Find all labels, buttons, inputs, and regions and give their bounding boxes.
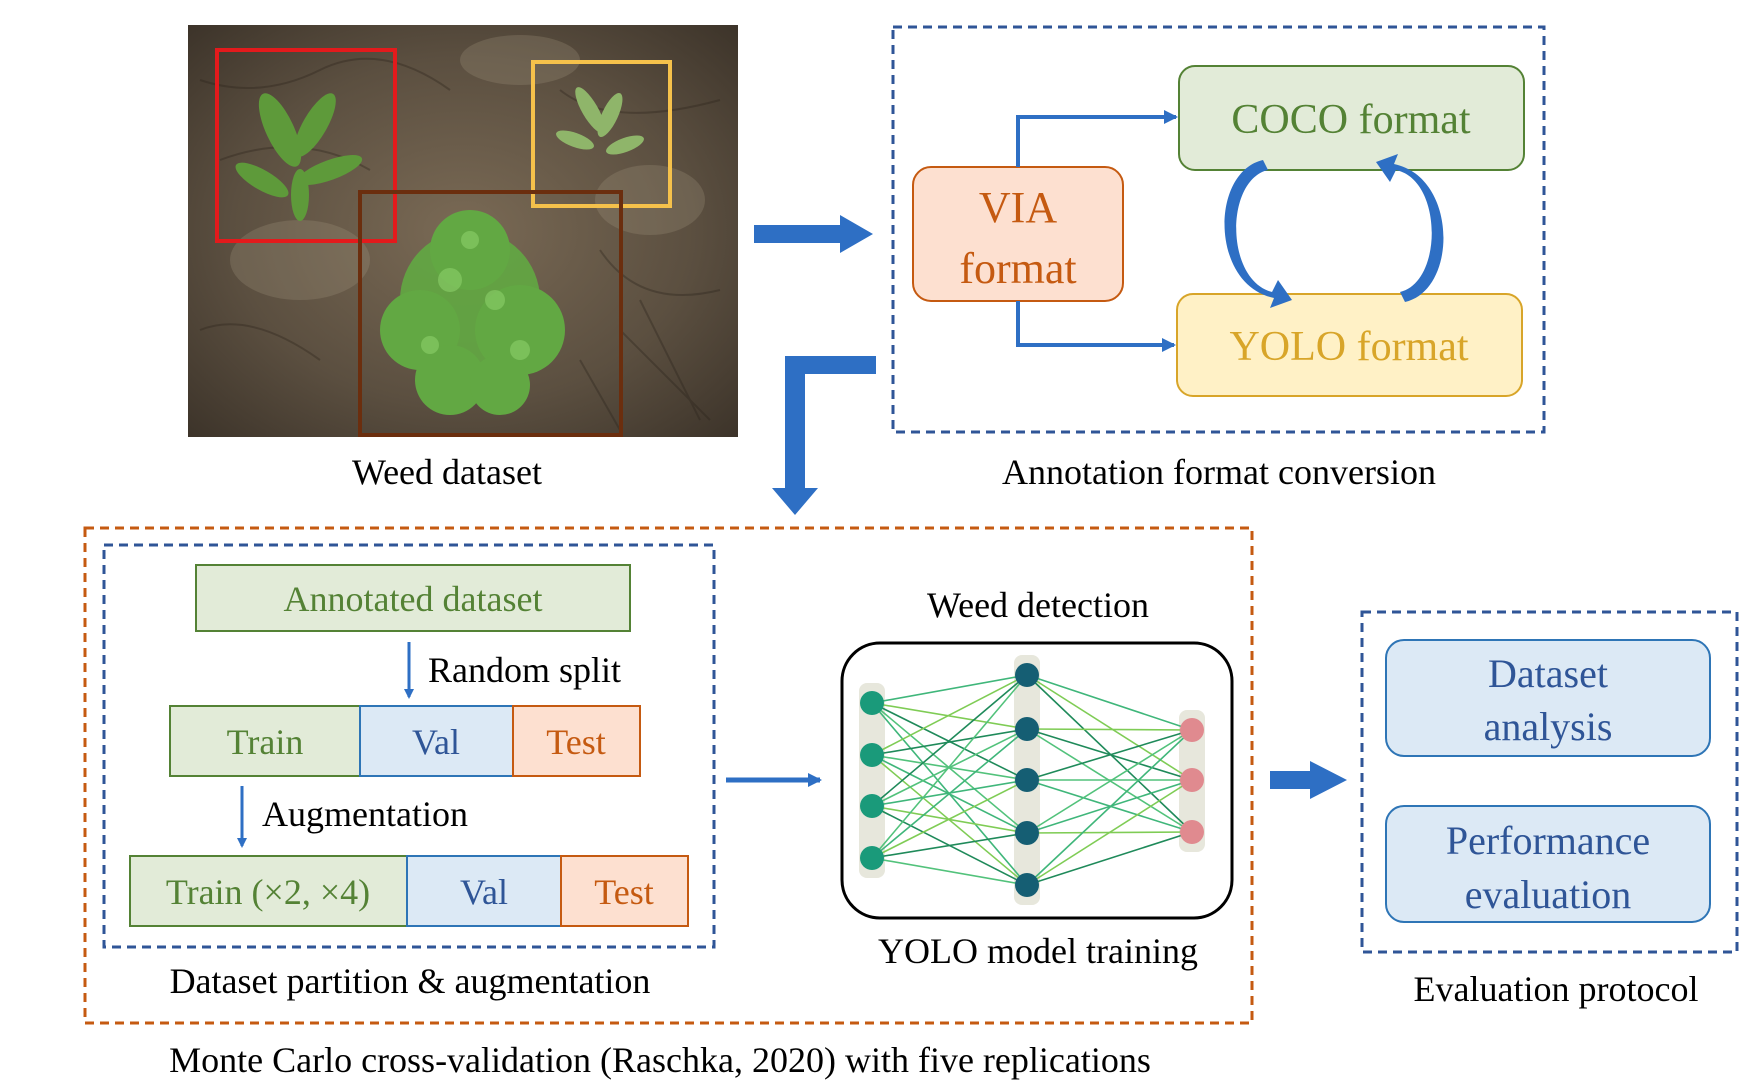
via-format-line1: VIA <box>979 183 1057 232</box>
dataset-analysis-line2: analysis <box>1484 704 1613 749</box>
network-node <box>860 794 884 818</box>
network-edge <box>871 702 1028 730</box>
bbox-red <box>215 48 397 243</box>
network-node <box>1015 768 1039 792</box>
val-box <box>359 705 514 777</box>
network-edge <box>1026 831 1193 886</box>
train-label: Train <box>227 722 304 762</box>
train-aug-box <box>129 855 408 927</box>
via-to-coco-arrow <box>1016 110 1178 167</box>
network-edge <box>871 674 1028 859</box>
partition-panel <box>102 543 716 949</box>
weed-dataset-caption: Weed dataset <box>352 452 542 492</box>
network-node <box>1180 718 1204 742</box>
val-aug-label: Val <box>460 872 508 912</box>
random-split-label: Random split <box>428 650 621 690</box>
test-aug-label: Test <box>594 872 653 912</box>
network-edge <box>871 674 1028 704</box>
network-edge <box>1026 729 1193 781</box>
network-edge <box>1026 729 1193 886</box>
via-to-yolo-arrow <box>1016 301 1176 352</box>
bbox-yellow <box>531 60 672 208</box>
network-edge <box>1026 674 1193 781</box>
performance-evaluation-line1: Performance <box>1446 818 1650 863</box>
network-node <box>1015 873 1039 897</box>
network-node <box>1180 768 1204 792</box>
train-box <box>169 705 361 777</box>
network-edge <box>871 674 1028 807</box>
yolo-to-coco-cycle-arrow <box>1376 154 1444 302</box>
network-edge <box>871 728 1028 859</box>
performance-evaluation-line2: evaluation <box>1465 872 1632 917</box>
annotation-caption: Annotation format conversion <box>1002 452 1436 492</box>
yolo-format-label: YOLO format <box>1229 324 1468 370</box>
partition-caption: Dataset partition & augmentation <box>170 961 651 1001</box>
network-edge <box>871 857 1028 886</box>
test-label: Test <box>546 722 605 762</box>
annotation-panel <box>891 25 1546 434</box>
network-node <box>860 743 884 767</box>
flow-arrow-right <box>754 215 873 253</box>
network-edge <box>871 832 1028 859</box>
network-edge <box>871 779 1028 859</box>
network-node <box>1015 717 1039 741</box>
augmentation-label: Augmentation <box>262 794 468 834</box>
network-edge <box>1026 674 1193 731</box>
weed-detection-title: Weed detection <box>927 585 1149 625</box>
annotated-dataset-label: Annotated dataset <box>284 579 543 619</box>
via-format-line2: format <box>959 244 1076 293</box>
val-aug-box <box>406 855 562 927</box>
weed-field-photo <box>188 25 738 437</box>
monte-carlo-caption: Monte Carlo cross-validation (Raschka, 2… <box>169 1040 1151 1080</box>
network-edge <box>1026 779 1193 886</box>
network-node <box>1015 663 1039 687</box>
coco-format-label: COCO format <box>1231 97 1470 143</box>
bbox-brown <box>358 190 623 437</box>
network-edge <box>1026 728 1193 731</box>
model-training-caption: YOLO model training <box>878 931 1198 971</box>
dataset-analysis-box <box>1385 639 1711 757</box>
val-label: Val <box>412 722 460 762</box>
evaluation-panel <box>1360 610 1739 954</box>
network-edge <box>871 674 1028 756</box>
weed-plant <box>235 93 363 221</box>
model-to-eval-arrow <box>1270 761 1347 799</box>
neural-network-icon <box>859 655 1205 905</box>
network-layer-column <box>859 683 885 878</box>
test-aug-box <box>560 855 689 927</box>
evaluation-caption: Evaluation protocol <box>1414 969 1699 1009</box>
monte-carlo-panel <box>83 526 1254 1025</box>
network-node <box>1015 821 1039 845</box>
flow-elbow-arrow <box>772 356 876 515</box>
network-node <box>860 691 884 715</box>
coco-format-box <box>1178 65 1525 171</box>
weed-plant <box>556 87 644 155</box>
network-edge <box>1026 729 1193 834</box>
network-node <box>860 846 884 870</box>
annotated-dataset-box <box>195 564 631 632</box>
network-node <box>1180 820 1204 844</box>
performance-evaluation-box <box>1385 805 1711 923</box>
train-aug-label: Train (×2, ×4) <box>166 872 370 912</box>
coco-to-yolo-cycle-arrow <box>1224 160 1292 308</box>
test-box <box>512 705 641 777</box>
yolo-format-box <box>1176 293 1523 397</box>
network-edge <box>871 728 1028 756</box>
dataset-analysis-line1: Dataset <box>1488 651 1608 696</box>
network-edge <box>1026 674 1193 833</box>
